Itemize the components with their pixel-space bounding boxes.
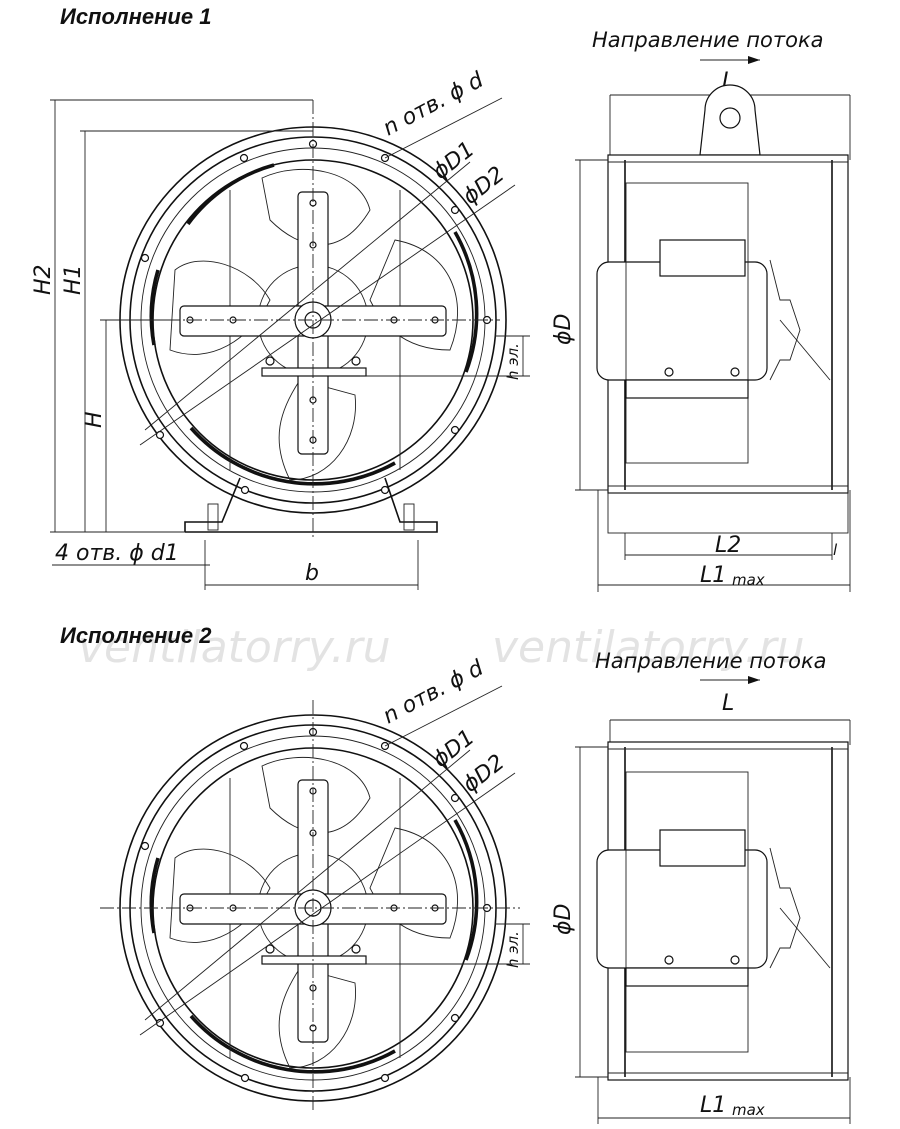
view-2-label-d1: ϕD1	[428, 725, 479, 773]
view-2-motor	[596, 849, 768, 969]
view-1-arc-a	[186, 163, 275, 226]
view-1-arc-b	[453, 231, 479, 373]
view-1-arc-c	[149, 269, 160, 346]
view-1-label-holes: n отв. ϕ d	[379, 67, 488, 141]
view-2-leader-d2	[139, 772, 516, 1036]
view-1-label-h1: H1	[61, 264, 86, 295]
watermark-left: ventilatorry.ru	[78, 622, 391, 673]
view-1-label-base-holes: 4 отв. ϕ d1	[55, 541, 179, 566]
view-2-title: Исполнение 2	[60, 623, 212, 648]
view-2-label-diameter: ϕD	[551, 904, 576, 935]
view-1-label-diameter: ϕD	[551, 314, 576, 345]
view-1-label-d1: ϕD1	[428, 137, 479, 185]
view-2-leader-holes	[384, 685, 503, 747]
view-1-label-l1-sub: max	[732, 571, 765, 589]
view-1-side-base	[607, 492, 849, 534]
view-2: Исполнение 2	[60, 623, 851, 1124]
view-1-label-small-l: l	[833, 541, 838, 559]
view-1-front	[50, 97, 530, 590]
view-1-label-hel: h эл.	[504, 343, 522, 380]
view-1-side: Направление потока L	[551, 28, 851, 592]
view-1-leader-d1	[144, 161, 471, 431]
view-2-label-l1: L1	[700, 1093, 726, 1118]
view-1-label-h2: H2	[31, 264, 56, 295]
view-1-impeller-side	[769, 259, 801, 381]
view-2-arc-c	[149, 857, 160, 934]
view-1-label-l2: L2	[715, 533, 741, 558]
view-1-leader-holes	[384, 97, 503, 159]
view-2-motor-mount	[261, 955, 367, 965]
view-2-label-length: L	[722, 691, 734, 716]
view-2-front	[100, 685, 530, 1110]
view-2-terminal-box	[659, 829, 746, 867]
view-2-leader-d1	[144, 749, 471, 1021]
view-1-base-foot-right	[403, 503, 415, 531]
view-2-arc-d	[189, 1014, 396, 1074]
view-1-label-b: b	[305, 561, 319, 586]
view-1-leader-d2	[139, 184, 516, 446]
view-1-arc-d	[189, 426, 396, 486]
view-1: Исполнение 1	[31, 4, 851, 592]
view-1-motor-mount	[261, 367, 367, 377]
view-1-motor-bracket	[625, 379, 749, 399]
view-2-impeller-side	[769, 847, 801, 969]
view-1-title: Исполнение 1	[60, 4, 211, 29]
view-2-label-holes: n отв. ϕ d	[379, 655, 488, 729]
view-1-base	[184, 477, 438, 533]
view-2-label-l1-sub: max	[732, 1101, 765, 1119]
view-1-terminal-box	[659, 239, 746, 277]
view-2-motor-bracket	[625, 967, 749, 987]
view-1-flow-label: Направление потока	[592, 28, 824, 52]
view-2-arc-b	[453, 819, 479, 961]
view-1-label-l1: L1	[700, 563, 726, 588]
view-2-flow-label: Направление потока	[595, 649, 827, 673]
view-2-side: Направление потока L ϕD	[551, 649, 851, 1124]
watermark-right: ventilatorry.ru	[492, 622, 805, 673]
view-1-base-foot-left	[207, 503, 219, 531]
view-2-label-hel: h эл.	[504, 931, 522, 968]
view-1-motor	[596, 261, 768, 381]
view-1-label-h: H	[82, 411, 107, 428]
